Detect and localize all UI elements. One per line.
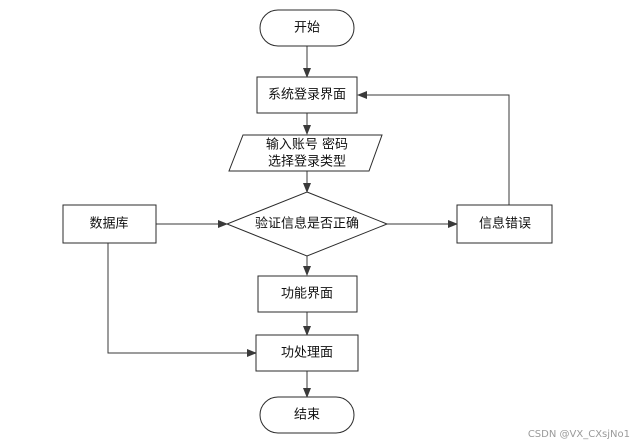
start-terminator-shape	[259, 9, 355, 47]
database-node: 数据库	[62, 204, 157, 244]
start-label: 开始	[294, 21, 320, 36]
input-label-line2: 选择登录类型	[268, 155, 346, 170]
function-page-node: 功能界面	[257, 275, 358, 313]
start-node: 开始	[259, 9, 355, 47]
end-label: 结束	[294, 408, 320, 423]
processing-page-label: 功处理面	[281, 346, 333, 361]
error-box	[456, 204, 553, 244]
processing-page-node: 功处理面	[255, 334, 359, 372]
input-label-line1: 输入账号 密码	[266, 137, 348, 153]
login-page-label: 系统登录界面	[268, 88, 346, 103]
function-page-label: 功能界面	[281, 287, 333, 302]
error-label: 信息错误	[479, 216, 531, 232]
database-label: 数据库	[89, 216, 128, 232]
watermark-text: CSDN @VX_CXsjNo1	[528, 429, 630, 440]
end-node: 结束	[259, 396, 355, 434]
processing-page-box	[255, 334, 359, 372]
input-parallelogram	[228, 134, 383, 172]
validate-label: 验证信息是否正确	[255, 216, 359, 232]
function-page-box	[257, 275, 358, 313]
edge-database-to-processing	[107, 243, 257, 357]
validate-diamond	[225, 191, 389, 257]
login-page-node: 系统登录界面	[256, 76, 358, 114]
database-box	[62, 204, 157, 244]
edges	[107, 46, 510, 398]
input-node: 输入账号 密码 选择登录类型	[228, 134, 383, 172]
error-node: 信息错误	[456, 204, 553, 244]
validate-node: 验证信息是否正确	[225, 191, 389, 257]
login-page-box	[256, 76, 358, 114]
edge-error-to-login	[357, 91, 510, 205]
end-terminator-shape	[259, 396, 355, 434]
